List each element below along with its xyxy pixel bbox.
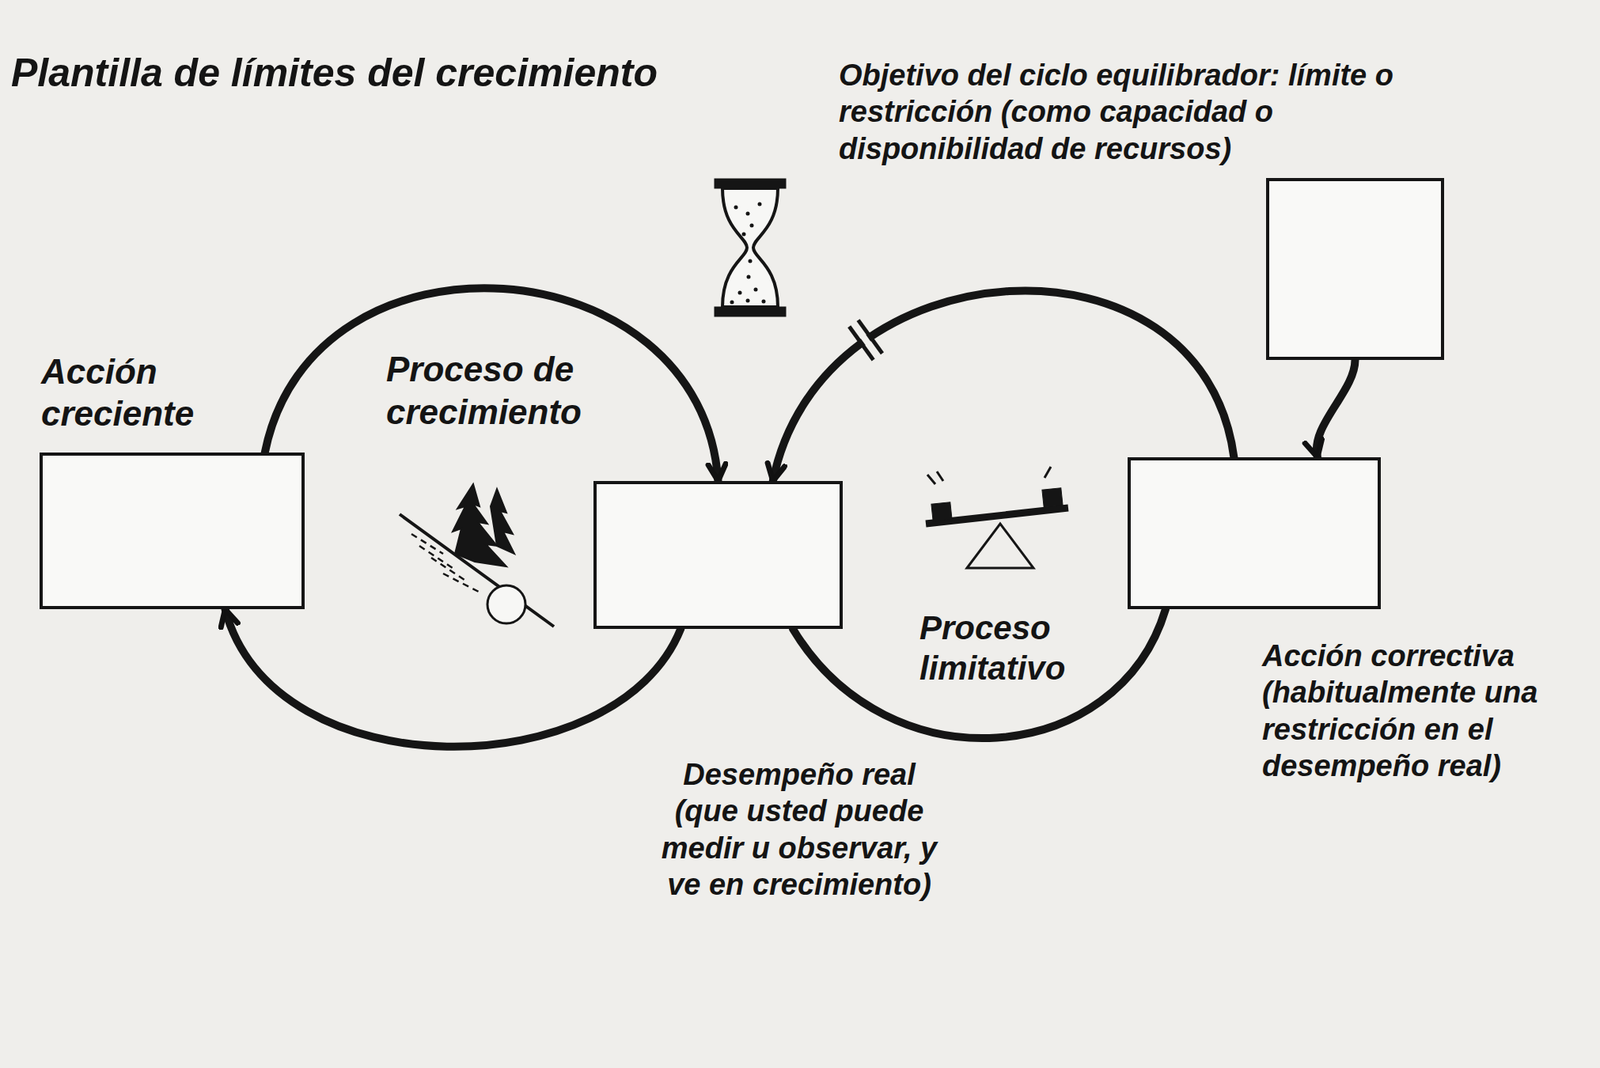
delay-mark (858, 320, 883, 354)
loop-arrow (225, 609, 682, 747)
loop-label: Proceso de crecimiento (386, 348, 600, 433)
action-box: Acción creciente (39, 452, 305, 610)
snowball-icon (399, 484, 554, 627)
performance-box: Desempeño real (que usted puede medir u … (593, 481, 843, 630)
delay-mark (849, 326, 873, 361)
delay-gap (863, 337, 869, 342)
loop-arrow (265, 288, 719, 482)
node-label: Objetivo del ciclo equilibrador: límite … (838, 56, 1441, 167)
node-label: Acción creciente (41, 350, 247, 436)
diagram-title: Plantilla de límites del crecimiento (11, 49, 658, 98)
loop-label: Proceso limitativo (919, 607, 1118, 689)
constraint-box: Objetivo del ciclo equilibrador: límite … (1266, 178, 1445, 361)
loop-arrow (773, 290, 1235, 482)
seesaw-icon (925, 466, 1069, 569)
hourglass-icon (714, 178, 786, 317)
node-label: Desempeño real (que usted puede medir u … (648, 756, 950, 903)
corrective-box: Acción correctiva (habitualmente una res… (1127, 457, 1381, 610)
node-label: Acción correctiva (habitualmente una res… (1262, 637, 1555, 785)
loop-arrow (1316, 360, 1356, 458)
